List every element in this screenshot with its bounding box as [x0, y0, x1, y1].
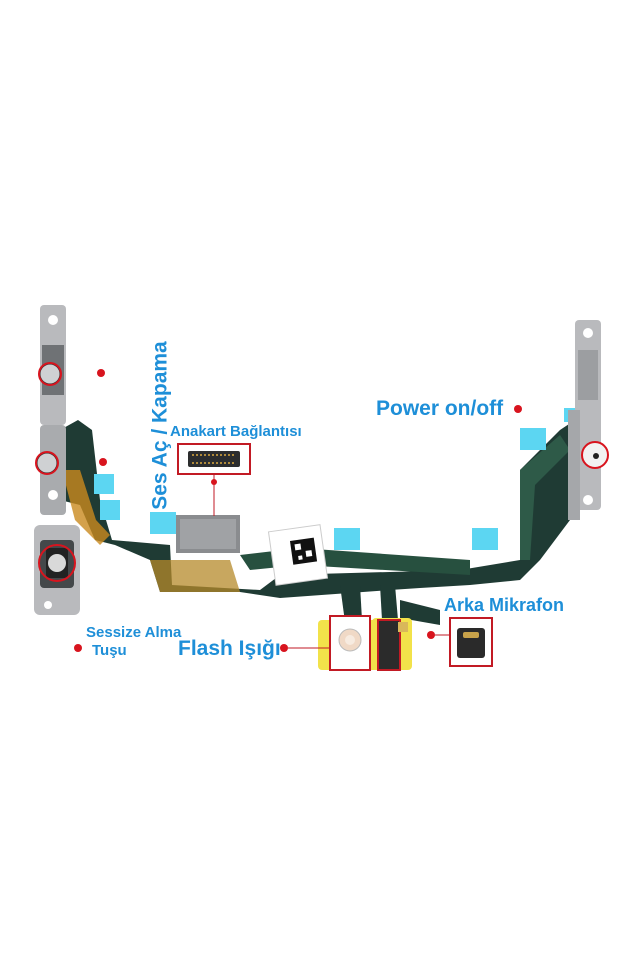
- power-bracket: [568, 320, 609, 520]
- cyan-pads: [94, 408, 578, 550]
- mute-label-line2: Tuşu: [92, 642, 127, 659]
- rear-mic-inset: [449, 617, 493, 667]
- board-connector-label: Anakart Bağlantısı: [170, 423, 302, 440]
- volume-label: Ses Aç / Kapama: [148, 341, 172, 510]
- flash-unit: [318, 615, 378, 671]
- mute-switch: [34, 525, 80, 615]
- mic-module: [372, 618, 412, 671]
- board-connector-shield: [176, 515, 240, 553]
- volume-bracket: [35, 305, 66, 515]
- qr-sticker: [267, 524, 329, 586]
- markers: [74, 369, 522, 652]
- mute-label-line1: Sessize Alma: [86, 624, 182, 641]
- board-connector-inset: [177, 443, 251, 516]
- power-label: Power on/off: [376, 397, 504, 420]
- rear-mic-label: Arka Mikrafon: [444, 595, 565, 615]
- flash-label: Flash Işığı: [178, 637, 281, 660]
